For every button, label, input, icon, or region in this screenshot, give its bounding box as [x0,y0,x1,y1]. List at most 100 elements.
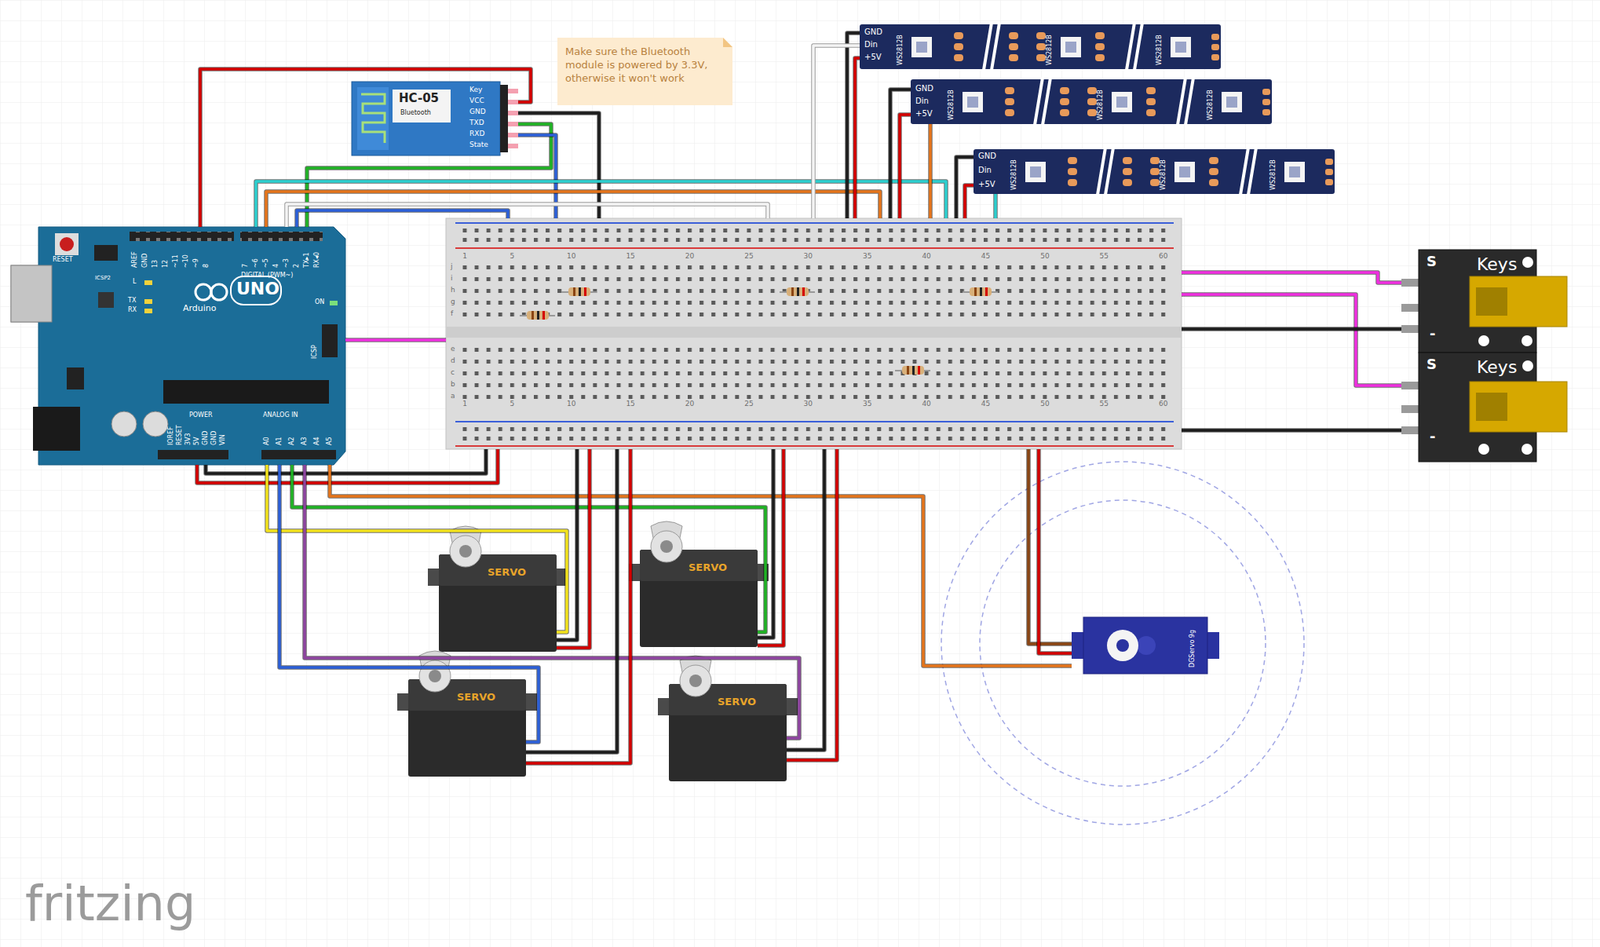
wire-outline [205,449,486,474]
part-label: SERVO [456,691,496,702]
wire [304,464,800,738]
wire-outline [890,89,911,219]
wire [266,191,881,227]
wire-outline [526,449,618,753]
wire [956,157,974,219]
part-label: SERVO [688,562,727,573]
pad-label: GND [864,28,883,37]
grid-label: 15 [625,400,635,408]
pin-label: State [469,141,489,149]
grid-label: d [450,357,456,365]
pin-label: ~9 [193,258,200,268]
wire-core [526,449,631,764]
pin-label: GND [469,108,486,116]
pin-label: Arduino [182,303,217,313]
wire [255,181,947,227]
wire [526,449,631,764]
pin-label: 3V3 [185,432,192,446]
wire [1181,328,1402,330]
pin-label: 12 [162,259,169,268]
led-strip: GNDDin+5VWS2812BWS2812BWS2812B [973,149,1335,194]
grid-label: 30 [803,400,813,408]
pad-label: Din [978,166,992,175]
grid-label: 20 [685,400,695,408]
pin-label: 2 [293,263,300,268]
wire [292,464,766,632]
pin-label: 5V [193,436,201,446]
wire [286,204,768,227]
pin-label: 7 [242,263,249,268]
grid-label: a [450,392,456,400]
wire-outline [286,204,768,227]
servo-motor: SERVO [408,679,527,777]
wire-outline [255,181,947,227]
pad-label: +5V [915,109,933,118]
wire [1181,272,1402,283]
wire [786,449,825,750]
grid-label: 50 [1040,252,1049,260]
wire [556,449,590,648]
wire-outline [1181,294,1402,386]
pin-label: ~3 [283,258,290,268]
pin-label: A5 [326,436,333,446]
wire-core [964,185,974,219]
wire-outline [927,124,933,219]
part-label: SERVO [717,696,757,707]
wire-core [847,32,860,219]
grid-label: 60 [1158,252,1168,260]
pin-label: VCC [469,97,485,105]
pin-label: 13 [152,259,159,268]
grid-label: 10 [566,400,576,408]
servo-motor: SERVO [639,549,758,647]
wire-core [197,449,498,483]
grid-label: 30 [803,252,813,260]
grid-label: 5 [509,252,515,260]
wire-core [526,449,618,753]
wire-outline [1028,449,1072,644]
module-label: S [1426,254,1437,269]
wire-core [266,191,881,227]
pin-label: HC-05 [398,92,439,105]
pin-label: IOREF [168,426,175,446]
wire-core [1181,272,1402,283]
pin-label: ~11 [172,254,179,268]
pin-label: 8 [203,263,210,268]
grid-label: 20 [685,252,695,260]
wire-outline [292,464,766,632]
wire-outline [757,449,774,638]
wire-outline [964,185,974,219]
pin-label: TXD [469,119,485,127]
grid-label: c [450,368,455,377]
wire-core [556,449,578,640]
wire-core [292,464,766,632]
wire-outline [854,58,860,219]
grid-label: 25 [744,400,753,408]
wire-outline [1181,427,1402,433]
wire [556,449,578,640]
grid-label: 45 [981,252,990,260]
wire [266,464,567,632]
grid-label: 55 [1099,400,1109,408]
wire-outline [847,32,860,219]
wire-outline [1181,272,1402,283]
wire [1181,294,1402,386]
grid-label: 45 [981,400,990,408]
grid-label: 55 [1099,252,1109,260]
pin-label: Bluetooth [400,109,432,117]
wire-outline [296,210,508,227]
module-label: - [1429,326,1436,341]
wire [899,114,911,219]
pin-label: ICSP [311,344,318,359]
wire [854,58,860,219]
pin-label: L [132,278,136,285]
wire-core [286,204,768,227]
wire-outline [786,449,837,760]
wire [813,45,860,219]
watermark: fritzing [25,879,196,928]
grid-label: 60 [1158,400,1168,408]
micro-servo: DGServo 9g [1071,617,1220,674]
wire-core [1028,449,1072,644]
wire-core [279,464,539,742]
wire-outline [197,449,498,483]
